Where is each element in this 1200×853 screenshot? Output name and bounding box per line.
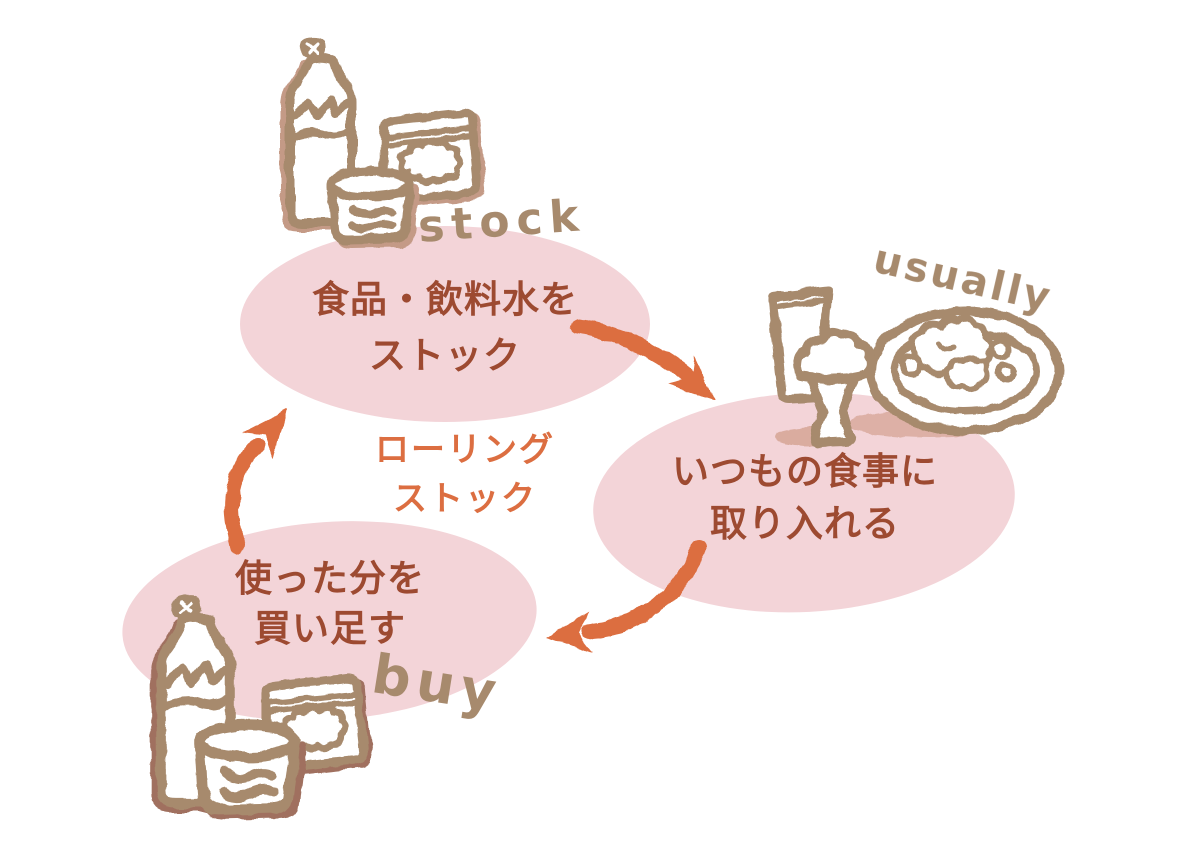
center-title-line2: ストック (393, 480, 537, 518)
center-title: ローリング ストック (345, 426, 585, 524)
node-stock-label-line1: 食品・飲料水を (312, 279, 578, 320)
node-buy-label-line2: 買い足す (254, 608, 406, 649)
water-bottle-icon (285, 40, 352, 227)
node-usually-label: いつもの食事に 取り入れる (595, 446, 1015, 550)
node-buy-label-line1: 使った分を (235, 558, 425, 599)
node-stock-label: 食品・飲料水を ストック (240, 272, 650, 384)
canned-food-icon (200, 725, 301, 814)
food-pouch-icon (383, 113, 482, 205)
node-stock-label-line2: ストック (369, 335, 521, 376)
node-usually-label-line1: いつもの食事に (672, 451, 938, 492)
node-buy-label: 使った分を 買い足す (122, 554, 538, 654)
node-usually-label-line2: 取り入れる (710, 503, 900, 544)
center-title-line1: ローリング (375, 431, 555, 469)
arrow-buy-to-stock (224, 410, 287, 554)
annotation-usually: usually (869, 236, 1058, 322)
glass-icon (767, 286, 833, 404)
